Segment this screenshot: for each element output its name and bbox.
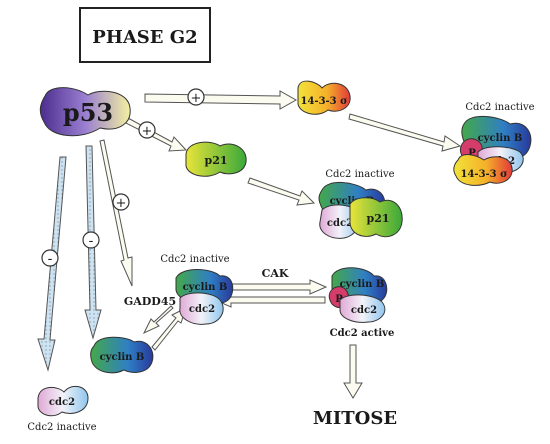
sigma-label: 14-3-3 σ — [301, 96, 348, 107]
arrow-p53-to-gadd45 — [99, 139, 133, 287]
sigma-complex-sigma — [453, 154, 513, 186]
plus-sign-gadd45: + — [112, 193, 130, 211]
center-complex-cdc2 — [179, 292, 224, 325]
minus-sign-long: - — [41, 249, 59, 267]
svg-text:-: - — [48, 251, 53, 267]
plus-sign-sigma: + — [187, 88, 205, 106]
sigma-complex-status: Cdc2 inactive — [465, 102, 534, 113]
svg-text:cdc2: cdc2 — [189, 304, 215, 315]
svg-text:+: + — [116, 196, 127, 211]
title-box: PHASE G2 — [79, 7, 211, 63]
center-complex-status: Cdc2 inactive — [160, 254, 229, 265]
active-complex: cyclin B P cdc2 Cdc2 active — [328, 267, 395, 339]
p21-complex: Cdc2 inactive cyclin B cdc2 p21 — [318, 169, 403, 239]
p21-complex-status: Cdc2 inactive — [325, 169, 394, 180]
active-complex-cdc2 — [339, 294, 386, 323]
svg-text:cdc2: cdc2 — [327, 218, 353, 229]
center-complex: Cdc2 inactive cyclin B cdc2 — [160, 254, 234, 325]
svg-text:+: + — [142, 124, 153, 139]
gadd45-label: GADD45 — [124, 295, 176, 308]
title: PHASE G2 — [92, 27, 197, 48]
svg-text:p21: p21 — [367, 212, 390, 225]
svg-text:-: - — [89, 233, 94, 249]
plus-sign-p21: + — [138, 121, 156, 139]
arrow-p21-to-complex — [247, 177, 316, 206]
cyclinb-protein: cyclin B — [90, 336, 154, 374]
svg-text:P: P — [468, 148, 476, 159]
p53-protein: p53 — [39, 87, 131, 137]
cak-label: CAK — [262, 267, 289, 280]
mitose-label: MITOSE — [313, 408, 397, 429]
arrow-gadd45-to-cyclinb — [142, 305, 174, 335]
cdc2-protein: cdc2 — [37, 385, 89, 417]
p21-complex-p21 — [349, 197, 403, 238]
sigma-protein: 14-3-3 σ — [297, 80, 351, 115]
arrow-sigma-to-complex — [348, 113, 462, 152]
svg-text:cyclin B: cyclin B — [478, 133, 523, 144]
svg-text:cyclin B: cyclin B — [183, 282, 228, 293]
p53-label: p53 — [63, 98, 113, 127]
p21-protein: p21 — [185, 141, 247, 177]
svg-text:cdc2: cdc2 — [351, 305, 377, 316]
arrow-p53-to-p21 — [125, 117, 188, 152]
cdc2-label: cdc2 — [49, 397, 75, 408]
arrow-active-to-mitose — [343, 344, 363, 399]
p21-label: p21 — [205, 154, 228, 167]
sigma-complex: Cdc2 inactive cyclin B P cdc2 14-3-3 σ — [453, 102, 535, 186]
svg-text:14-3-3 σ: 14-3-3 σ — [461, 169, 508, 180]
svg-text:P: P — [335, 294, 343, 305]
minus-sign-short: - — [82, 231, 100, 249]
cdc2-inactive-label: Cdc2 inactive — [27, 422, 96, 433]
cyclinb-label: cyclin B — [100, 352, 145, 363]
arrow-p53-to-sigma — [144, 90, 298, 110]
svg-text:+: + — [191, 91, 202, 106]
svg-text:cyclin B: cyclin B — [340, 279, 385, 290]
active-complex-status: Cdc2 active — [330, 328, 395, 339]
